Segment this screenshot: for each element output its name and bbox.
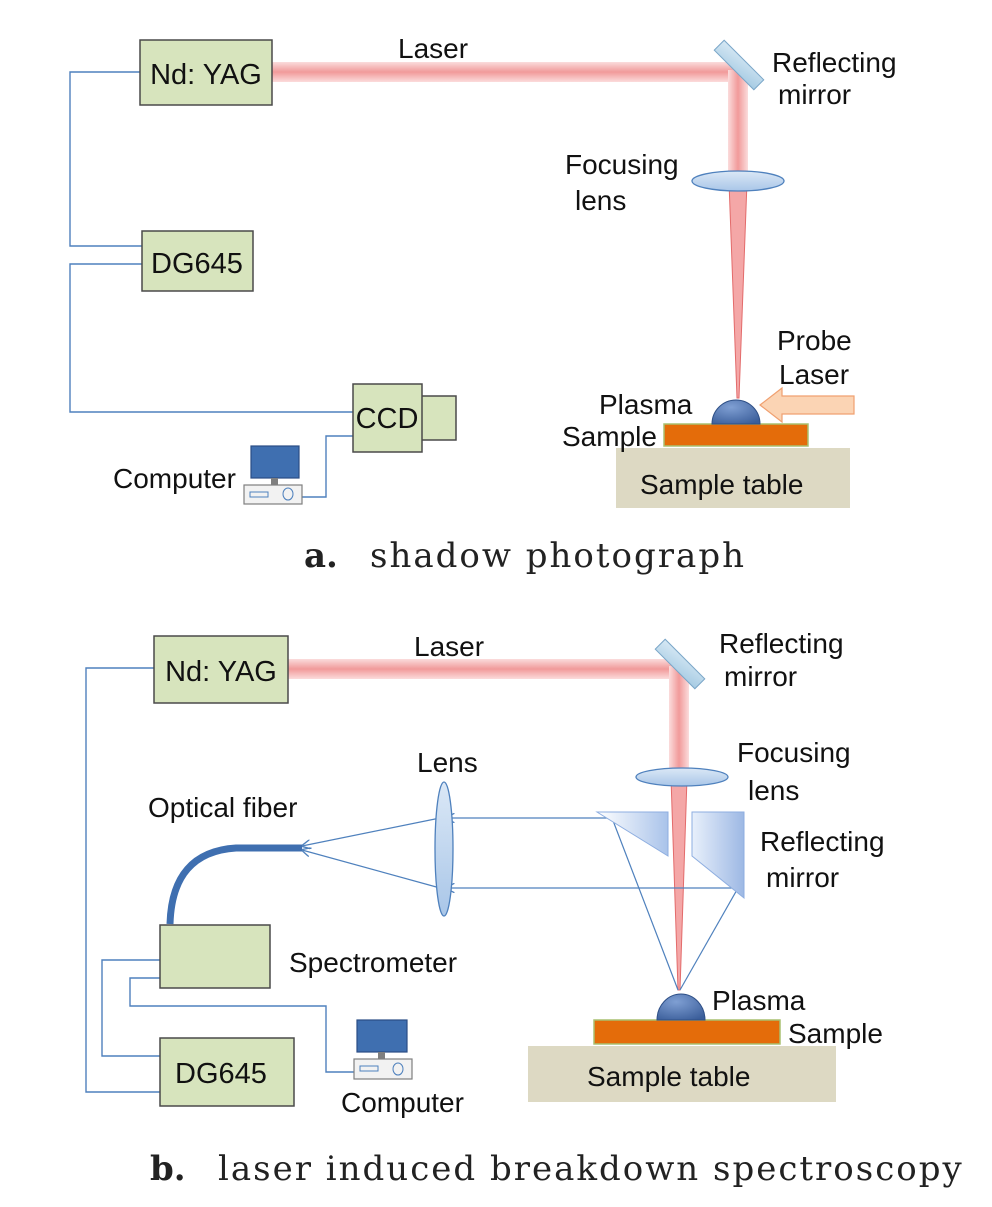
reflecting-mirror-b [654, 638, 706, 690]
sample-table-a [616, 448, 850, 508]
reflecting-mirror-label-b-1: Reflecting [719, 628, 844, 659]
ndyag-box-a [139, 39, 273, 106]
optical-fiber-label: Optical fiber [148, 792, 297, 823]
focusing-lens-label-a-2: lens [575, 185, 626, 216]
caption-letter-a: a. [304, 536, 338, 576]
caption-text-b: laser induced breakdown spectroscopy [218, 1149, 964, 1189]
focused-beam-b [670, 777, 688, 991]
ndyag-box-b [153, 635, 289, 704]
caption-text-a: shadow photograph [370, 536, 746, 576]
computer-label-a: Computer [113, 463, 236, 494]
optical-fiber [166, 844, 302, 925]
plasma-label-b: Plasma [712, 985, 806, 1016]
dg645-box-b [159, 1037, 295, 1107]
reflecting-mirror2-label-1: Reflecting [760, 826, 885, 857]
panel-b: Nd: YAG Laser Reflecting mirror Focusing… [85, 628, 964, 1189]
plasma-label-a: Plasma [599, 389, 693, 420]
wire-ndyag-dg645 [69, 71, 142, 247]
laser-beam-horizontal-a [272, 62, 740, 82]
focusing-lens-label-b-1: Focusing [737, 737, 851, 768]
ccd-box-a [352, 383, 423, 453]
sample-label-a: Sample [562, 421, 657, 452]
sample-table-label-b: Sample table [587, 1061, 750, 1092]
focused-beam-a [728, 181, 748, 399]
sample-b [593, 1019, 781, 1045]
lens-label-b: Lens [417, 747, 478, 778]
dg645-label-b: DG645 [175, 1058, 267, 1090]
reflecting-mirror2-label-2: mirror [766, 862, 839, 893]
wire-spectrometer-computer-b [129, 977, 354, 1073]
wire-dg645-ccd [69, 263, 353, 413]
wire-ndyag-dg645-b [85, 667, 160, 1093]
dg645-label-a: DG645 [151, 248, 243, 280]
ccd-lens-a [419, 395, 457, 441]
collection-rays [302, 818, 739, 991]
plasma-a [711, 399, 761, 425]
laser-label-a: Laser [398, 33, 468, 64]
laser-beam-vertical-b [669, 666, 689, 778]
computer-icon-a [243, 445, 303, 505]
reflecting-mirror-a [713, 39, 765, 91]
probe-laser-label-2: Laser [779, 359, 849, 390]
wire-ccd-computer [302, 435, 353, 498]
dg645-box-a [141, 230, 254, 292]
caption-letter-b: b. [150, 1149, 186, 1189]
sample-label-b: Sample [788, 1018, 883, 1049]
ndyag-label-b: Nd: YAG [165, 656, 277, 688]
sample-table-b [528, 1046, 836, 1102]
reflecting-mirror-label-a-2: mirror [778, 79, 851, 110]
wire-spectrometer-dg645-b [101, 959, 160, 1057]
reflecting-mirror-label-b-2: mirror [724, 661, 797, 692]
computer-icon-b [353, 1019, 413, 1080]
sample-table-label-a: Sample table [640, 469, 803, 500]
laser-beam-vertical-a [728, 70, 748, 182]
probe-laser-arrow [759, 386, 855, 424]
reflecting-mirror-label-a-1: Reflecting [772, 47, 897, 78]
ndyag-label-a: Nd: YAG [150, 59, 262, 91]
reflecting-mirror2-left [595, 811, 669, 857]
panel-a: Nd: YAG Laser Reflecting mirror Focusing… [69, 33, 897, 576]
computer-label-b: Computer [341, 1087, 464, 1118]
plasma-b [656, 993, 706, 1021]
laser-beam-horizontal-b [288, 659, 676, 679]
laser-label-b: Laser [414, 631, 484, 662]
sample-a [663, 423, 809, 447]
ccd-label-a: CCD [356, 403, 419, 435]
spectrometer-label: Spectrometer [289, 947, 457, 978]
spectrometer-box [159, 924, 271, 989]
lens-b [434, 781, 454, 917]
focusing-lens-a [691, 170, 785, 192]
focusing-lens-label-b-2: lens [748, 775, 799, 806]
focusing-lens-label-a-1: Focusing [565, 149, 679, 180]
probe-laser-label-1: Probe [777, 325, 852, 356]
focusing-lens-b [635, 767, 729, 787]
reflecting-mirror2-right [691, 811, 745, 900]
